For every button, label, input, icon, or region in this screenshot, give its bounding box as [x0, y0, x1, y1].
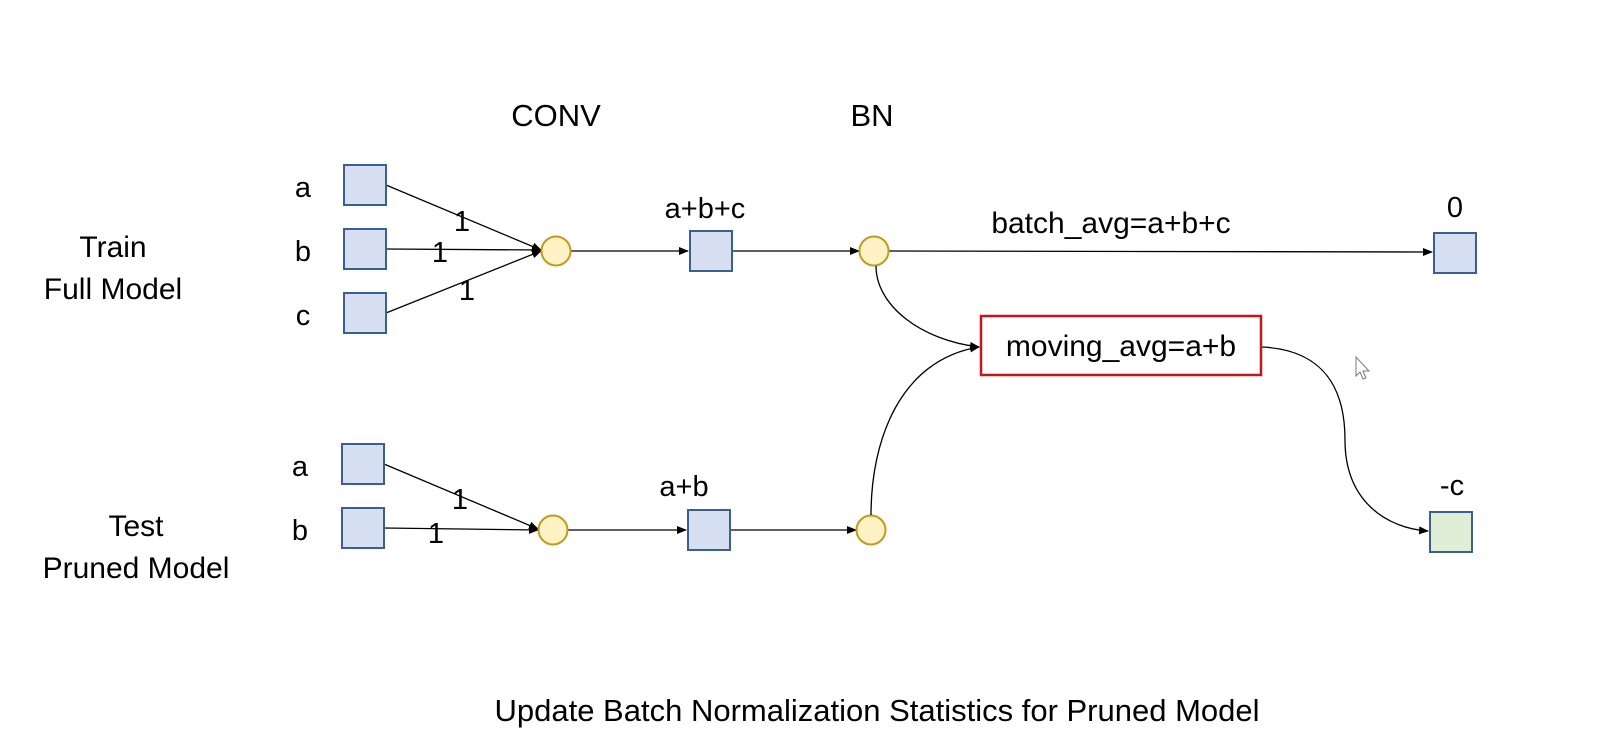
test-result-label: -c [1440, 470, 1464, 502]
train-input-label-a: a [295, 172, 312, 204]
train-input-node-a [343, 164, 387, 206]
test-bn-to-moving-avg-edge [870, 344, 980, 516]
train-edge-b-to-conv [385, 245, 542, 254]
bn-header: BN [850, 98, 893, 133]
test-input-node-a [341, 443, 385, 485]
test-input-label-b: b [292, 515, 308, 547]
train-conv-node [540, 235, 572, 267]
test-conv-node [537, 514, 569, 546]
conv-header: CONV [511, 98, 601, 133]
test-edge-b-to-conv [383, 525, 539, 534]
train-result-label: 0 [1447, 192, 1463, 224]
train-input-node-b [343, 228, 387, 270]
test-conv-output-node [687, 509, 731, 551]
moving-avg-box [979, 314, 1263, 377]
train-edge-bn-to-result [888, 247, 1433, 256]
train-conv-output-label: a+b+c [665, 193, 746, 225]
test-row-label-line2: Pruned Model [43, 552, 230, 585]
test-edge-a-to-conv [383, 463, 539, 530]
train-input-label-b: b [295, 236, 311, 268]
test-conv-output-label: a+b [659, 471, 708, 503]
train-row-label-line1: Train [79, 231, 146, 264]
test-weight-b: 1 [428, 518, 444, 550]
mouse-pointer-icon [1355, 355, 1371, 380]
train-conv-output-node [689, 230, 733, 272]
train-weight-b: 1 [432, 237, 448, 269]
moving-avg-to-test-result-edge [1261, 346, 1429, 535]
test-bn-node [855, 514, 887, 546]
test-row-label-line1: Test [108, 510, 164, 543]
test-input-label-a: a [292, 451, 309, 483]
moving-avg-label: moving_avg=a+b [1006, 330, 1236, 363]
train-input-label-c: c [296, 300, 311, 332]
train-weight-a: 1 [454, 206, 470, 238]
train-bn-node [858, 235, 890, 267]
test-weight-a: 1 [452, 484, 468, 516]
train-edge-a-to-conv [385, 184, 542, 251]
diagram-caption: Update Batch Normalization Statistics fo… [494, 693, 1259, 728]
train-bn-to-moving-avg-edge [875, 265, 980, 350]
test-input-node-b [341, 507, 385, 549]
train-edge-c-to-conv [385, 250, 542, 314]
train-input-node-c [343, 292, 387, 334]
train-weight-c: 1 [459, 275, 475, 307]
batch-avg-label: batch_avg=a+b+c [991, 207, 1230, 240]
train-result-node [1433, 232, 1477, 274]
train-row-label-line2: Full Model [44, 273, 182, 306]
test-result-node [1429, 511, 1473, 553]
